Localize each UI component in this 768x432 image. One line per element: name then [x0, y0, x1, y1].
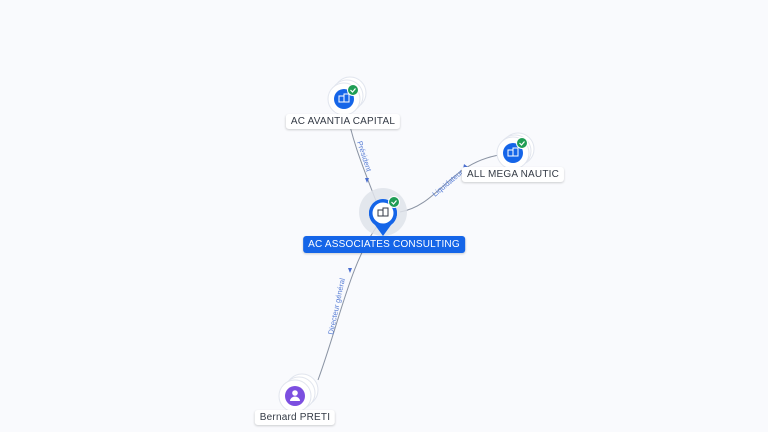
node-avantia[interactable]	[327, 76, 367, 116]
edge-arrow-directeur	[348, 268, 352, 273]
building-icon	[338, 93, 350, 103]
building-icon	[507, 147, 519, 157]
edge-main-nautic	[399, 153, 507, 213]
node-label-main[interactable]: AC ASSOCIATES CONSULTING	[303, 236, 465, 253]
person-icon	[290, 390, 300, 401]
node-label-person[interactable]: Bernard PRETI	[254, 410, 336, 425]
node-label-nautic[interactable]: ALL MEGA NAUTIC	[461, 167, 565, 182]
verified-check-icon	[388, 196, 400, 208]
edge-label-liquidateur: Liquidateur	[431, 167, 466, 198]
node-label-avantia[interactable]: AC AVANTIA CAPITAL	[285, 114, 401, 129]
node-nautic[interactable]	[496, 132, 535, 170]
verified-check-icon	[347, 84, 359, 96]
edge-label-directeur: Directeur général	[326, 277, 347, 335]
node-person[interactable]	[278, 373, 319, 413]
building-icon	[377, 207, 389, 217]
verified-check-icon	[516, 137, 528, 149]
edge-arrow-president	[365, 178, 369, 183]
edge-label-president: Président	[355, 140, 374, 174]
node-main[interactable]	[359, 188, 407, 236]
